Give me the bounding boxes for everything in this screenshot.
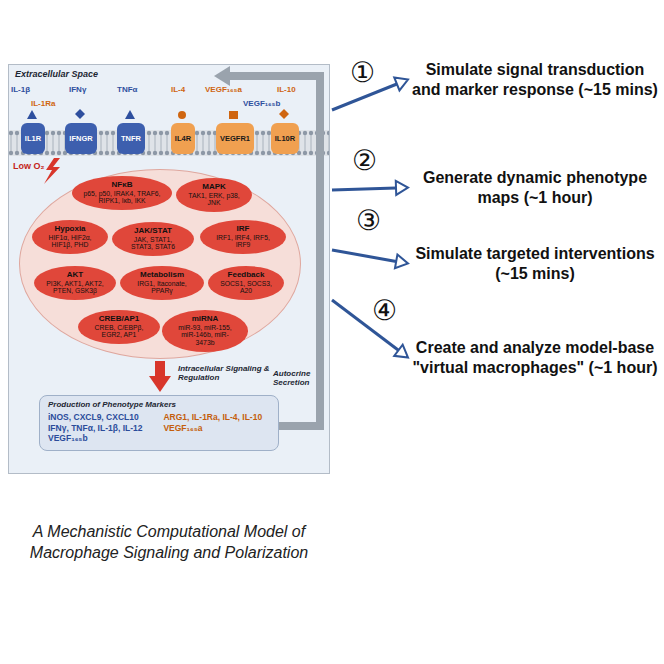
receptor-box: VEGFR1 [216, 123, 254, 154]
node-body: CREB, C/EBPβ, EGR2, AP1 [89, 324, 149, 339]
node-body: TAK1, ERK, p38, JNK [187, 192, 241, 207]
ligand-label: IL-1Ra [31, 99, 55, 108]
receptor-box: IFNGR [65, 123, 96, 154]
callout-number: ④ [372, 294, 397, 327]
node-heading: IL1R [25, 134, 41, 143]
ligand-label: VEGF₁₆₅a [205, 85, 242, 94]
model-panel: Extracellular SpaceIL1R IFNGR TNFR IL4R VEGF… [8, 64, 330, 474]
callout-number: ① [350, 56, 375, 89]
step-arrow [332, 188, 396, 190]
ligand-label: VEGF₁₆₅b [243, 99, 280, 108]
ligand-icon [279, 109, 289, 119]
node-body: JAK, STAT1, STAT3, STAT6 [123, 236, 183, 251]
figure-caption: A Mechanistic Computational Model of Mac… [14, 522, 324, 564]
node-heading: Extracellular Space [15, 69, 98, 79]
receptor-box: IL1R [21, 123, 45, 154]
pathway-oval: HypoxiaHIF1α, HIF2α, HIF1β, PHD [32, 220, 108, 254]
node-heading: CREB/AP1 [89, 315, 149, 324]
ligand-label: IFNγ [69, 85, 86, 94]
node-heading: Feedback [219, 271, 273, 280]
ligand-icon [178, 111, 186, 119]
ligand-label: TNFα [117, 85, 137, 94]
step-text: Simulate targeted interventions (~15 min… [412, 244, 658, 283]
callout-number: ③ [356, 204, 381, 237]
node-heading: MAPK [187, 183, 241, 192]
node-body: IRG1, Itaconate, PPARγ [131, 280, 193, 295]
pathway-oval: NFκBp65, p50, IRAK4, TRAF6, RIPK1, Iκb, … [72, 176, 172, 210]
node-body: PI3K, AKT1, AKT2, PTEN, GSK3β [45, 280, 105, 295]
node-body: iNOS, CXCL9, CXCL10 IFNγ, TNFα, IL-1β, I… [48, 412, 155, 444]
step-arrow [332, 250, 396, 261]
node-body: ARG1, IL-1Ra, IL-4, IL-10 VEGF₁₆₅a [163, 412, 270, 433]
autocrine-label: Autocrine Secretion [273, 369, 317, 387]
receptor-box: IL10R [271, 123, 299, 154]
node-heading: NFκB [83, 181, 161, 190]
marker-box: Production of Phenotype Markers iNOS, CXC… [39, 395, 279, 451]
node-heading: IRF [211, 225, 275, 234]
node-heading: Production of Phenotype Markers [48, 400, 270, 409]
ligand-label: IL-10 [277, 85, 296, 94]
ligand-icon [125, 110, 135, 119]
step-text: Generate dynamic phenotype maps (~1 hour… [412, 168, 658, 207]
node-heading: IFNGR [69, 134, 92, 143]
ligand-label: IL-1β [11, 85, 30, 94]
node-heading: Create and analyze model-base "virtual m… [412, 338, 658, 377]
node-heading: IL10R [275, 134, 295, 143]
panel-ground [8, 64, 330, 474]
node-heading: AKT [45, 271, 105, 280]
node-heading: Generate dynamic phenotype maps (~1 hour… [412, 168, 658, 207]
flow-arrow [155, 361, 165, 376]
node-heading: IL4R [175, 134, 191, 143]
node-heading: Simulate signal transduction and marker … [412, 60, 658, 99]
node-heading: Simulate targeted interventions (~15 min… [412, 244, 658, 283]
node-heading: Intracellular Signaling & Regulation [178, 364, 270, 382]
pathway-oval: miRNAmiR-93, miR-155, miR-146b, miR-3473… [162, 310, 248, 352]
ligand-icon [75, 109, 85, 119]
node-heading: miRNA [173, 315, 237, 324]
node-heading: JAK/STAT [123, 227, 183, 236]
pathway-oval: FeedbackSOCS1, SOCS3, A20 [208, 266, 284, 300]
node-body: SOCS1, SOCS3, A20 [219, 280, 273, 295]
receptor-box: TNFR [117, 123, 145, 154]
pathway-oval: CREB/AP1CREB, C/EBPβ, EGR2, AP1 [78, 310, 160, 344]
ligand-label: IL-4 [171, 85, 185, 94]
node-heading: Metabolism [131, 271, 193, 280]
pathway-oval: MAPKTAK1, ERK, p38, JNK [176, 178, 252, 212]
node-body: IRF1, IRF4, IRF5, IRF9 [211, 234, 275, 249]
node-heading: TNFR [121, 134, 141, 143]
signaling-ellipse: Intracellular Signaling & RegulationNFκB… [19, 169, 301, 359]
step-text: Create and analyze model-base "virtual m… [412, 338, 658, 377]
lightning-bolt [44, 158, 60, 184]
receptor-box: IL4R [171, 123, 195, 154]
ligand-icon [27, 110, 37, 119]
pathway-oval: MetabolismIRG1, Itaconate, PPARγ [120, 266, 204, 300]
ligand-icon [229, 111, 238, 119]
pathway-oval: JAK/STATJAK, STAT1, STAT3, STAT6 [112, 222, 194, 256]
node-heading: Hypoxia [43, 225, 97, 234]
step-text: Simulate signal transduction and marker … [412, 60, 658, 99]
node-heading: VEGFR1 [220, 134, 250, 143]
node-body: p65, p50, IRAK4, TRAF6, RIPK1, Iκb, IKK [83, 190, 161, 205]
node-body: HIF1α, HIF2α, HIF1β, PHD [43, 234, 97, 249]
node-body: miR-93, miR-155, miR-146b, miR-3473b [173, 324, 237, 347]
pathway-oval: IRFIRF1, IRF4, IRF5, IRF9 [200, 220, 286, 254]
hypoxia-label: Low O₂ [13, 161, 45, 171]
callout-number: ② [352, 144, 377, 177]
pathway-oval: AKTPI3K, AKT1, AKT2, PTEN, GSK3β [34, 266, 116, 300]
